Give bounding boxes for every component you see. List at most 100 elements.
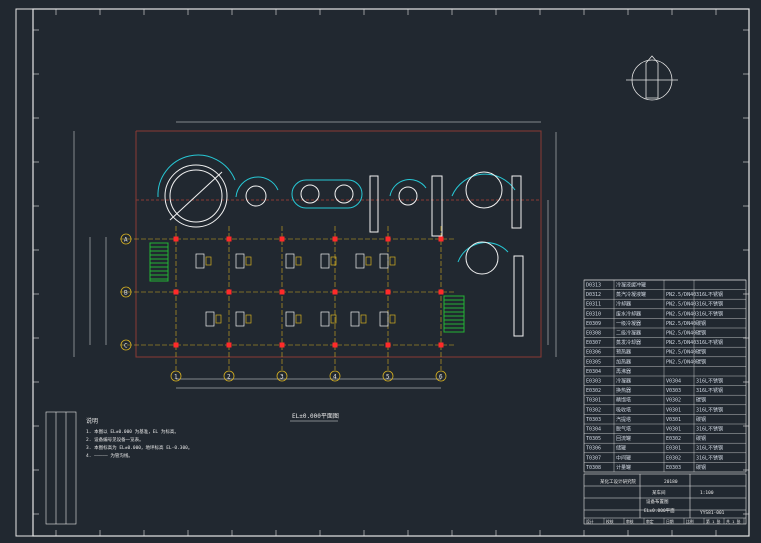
table-cell: E0302 bbox=[666, 455, 681, 461]
drawing-frame bbox=[15, 8, 750, 537]
north-arrow-icon bbox=[626, 55, 678, 101]
plan-title: EL±0.000平面图 bbox=[292, 413, 339, 420]
table-cell: 316L不锈钢 bbox=[696, 454, 723, 461]
drawing-name-2: 设备布置图 bbox=[646, 498, 669, 505]
table-cell: V0301 bbox=[666, 417, 681, 423]
column-marker bbox=[332, 342, 338, 348]
footer-cell: 审定 bbox=[646, 519, 654, 524]
axis-label-column: 3 bbox=[280, 374, 284, 381]
column-marker bbox=[385, 289, 391, 295]
table-cell: 精馏塔 bbox=[616, 397, 631, 404]
column-marker bbox=[385, 236, 391, 242]
table-cell: D0312 bbox=[586, 292, 601, 298]
table-cell: V0301 bbox=[666, 407, 681, 413]
table-cell: 冷凝液缓冲罐 bbox=[616, 282, 646, 289]
table-cell: 加热器 bbox=[616, 358, 631, 365]
table-cell: 316L不锈钢 bbox=[696, 406, 723, 413]
revision-box bbox=[45, 411, 77, 525]
table-cell: T0305 bbox=[586, 436, 601, 442]
column-marker bbox=[226, 236, 232, 242]
table-cell: 316L不锈钢 bbox=[696, 310, 723, 317]
footer-cell: 日期 bbox=[666, 519, 674, 524]
table-cell: 316L不锈钢 bbox=[696, 378, 723, 385]
table-cell: PN2.5/DN40 bbox=[666, 311, 696, 317]
title-block bbox=[583, 473, 747, 525]
axis-label-row: C bbox=[124, 343, 128, 350]
table-cell: 二级冷凝器 bbox=[616, 330, 641, 337]
table-cell: 碳钢 bbox=[696, 320, 706, 327]
table-cell: PN2.5/DN40 bbox=[666, 292, 696, 298]
table-cell: E0309 bbox=[586, 321, 601, 327]
table-cell: E0303 bbox=[586, 379, 601, 385]
table-cell: T0303 bbox=[586, 417, 601, 423]
table-cell: E0310 bbox=[586, 311, 601, 317]
table-cell: 碳钢 bbox=[696, 435, 706, 442]
table-cell: E0304 bbox=[586, 369, 601, 375]
table-cell: V0302 bbox=[666, 398, 681, 404]
axis-grid bbox=[120, 226, 456, 370]
table-cell: 碳钢 bbox=[696, 330, 706, 337]
table-cell: D0313 bbox=[586, 283, 601, 289]
column-marker bbox=[438, 289, 444, 295]
table-cell: 储罐 bbox=[616, 445, 626, 452]
table-cell: PN2.5/DN40 bbox=[666, 359, 696, 365]
building-outline bbox=[135, 130, 542, 358]
table-cell: V0303 bbox=[666, 388, 681, 394]
footer-cell: 比例 bbox=[686, 519, 694, 524]
column-marker bbox=[226, 342, 232, 348]
column-marker bbox=[173, 342, 179, 348]
table-cell: E0303 bbox=[666, 465, 681, 471]
table-cell: PN2.5/DN40 bbox=[666, 340, 696, 346]
table-cell: PN2.5/DN40 bbox=[666, 321, 696, 327]
table-cell: 预热器 bbox=[616, 349, 631, 356]
note-line-1: 1. 本图以 EL±0.000 为基准，EL 为标高。 bbox=[86, 428, 179, 435]
project-no: 20180 bbox=[664, 479, 678, 485]
institute-name: 某化工设计研究院 bbox=[600, 478, 636, 485]
table-cell: 吸收塔 bbox=[616, 406, 631, 413]
table-cell: 碳钢 bbox=[696, 349, 706, 356]
table-cell: E0308 bbox=[586, 331, 601, 337]
table-cell: 冷却器 bbox=[616, 301, 631, 308]
title-footer: 设计校核审核审定日期比例第 1 张共 1 张 bbox=[586, 518, 745, 524]
footer-cell: 审核 bbox=[626, 519, 634, 524]
axis-label-column: 2 bbox=[227, 374, 231, 381]
table-cell: 回流罐 bbox=[616, 435, 631, 442]
drawing-name-3: EL±0.000平面 bbox=[644, 508, 675, 514]
table-cell: 一级冷凝器 bbox=[616, 320, 641, 327]
table-cell: E0307 bbox=[586, 340, 601, 346]
table-cell: T0307 bbox=[586, 455, 601, 461]
table-cell: V0304 bbox=[666, 379, 681, 385]
drawing-name-1: 某车间 bbox=[652, 489, 666, 496]
axis-label-column: 4 bbox=[333, 374, 337, 381]
table-cell: T0306 bbox=[586, 446, 601, 452]
table-cell: 316L不锈钢 bbox=[696, 339, 723, 346]
table-cell: 316L不锈钢 bbox=[696, 445, 723, 452]
table-cell: E0311 bbox=[586, 302, 601, 308]
column-marker bbox=[279, 342, 285, 348]
table-cell: E0305 bbox=[586, 359, 601, 365]
table-cell: E0302 bbox=[586, 388, 601, 394]
footer-cell: 校核 bbox=[606, 519, 614, 524]
note-line-4: 4. ————— 为管沟线。 bbox=[86, 452, 133, 459]
table-cell: PN2.5/DN40 bbox=[666, 302, 696, 308]
table-cell: 计量罐 bbox=[616, 464, 631, 471]
table-cell: E0302 bbox=[666, 436, 681, 442]
column-marker bbox=[332, 289, 338, 295]
axis-label-column: 5 bbox=[386, 374, 390, 381]
building-columns bbox=[173, 236, 444, 348]
scale-value: 1:100 bbox=[700, 490, 714, 496]
axis-label-row: B bbox=[124, 290, 128, 297]
table-cell: 316L不锈钢 bbox=[696, 387, 723, 394]
column-marker bbox=[385, 342, 391, 348]
column-marker bbox=[279, 289, 285, 295]
equipment-vessels bbox=[157, 154, 524, 337]
axis-label-column: 1 bbox=[174, 374, 178, 381]
table-cell: 汽提塔 bbox=[616, 416, 631, 423]
column-marker bbox=[173, 289, 179, 295]
note-line-3: 3. 本图标高为 EL±0.000，地坪标高 EL-0.300。 bbox=[86, 444, 192, 451]
column-marker bbox=[279, 236, 285, 242]
drawing-number: YYS81-001 bbox=[700, 510, 725, 516]
table-cell: 316L不锈钢 bbox=[696, 426, 723, 433]
table-cell: T0304 bbox=[586, 427, 601, 433]
